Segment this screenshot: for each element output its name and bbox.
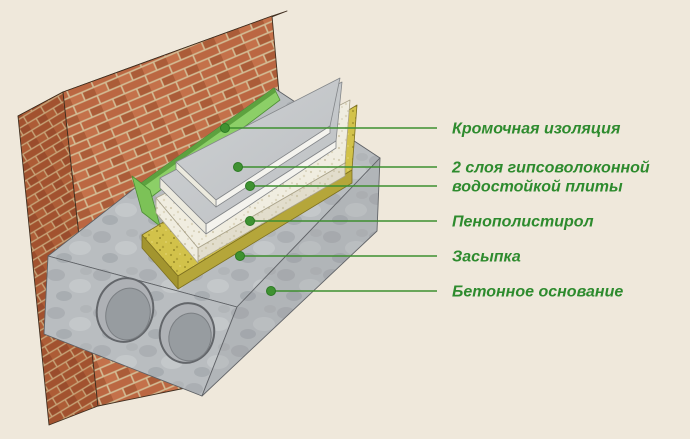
dot-backfill — [235, 251, 245, 261]
leader-dots — [220, 123, 276, 296]
label-concrete-base: Бетонное основание — [452, 284, 623, 301]
label-edge-insulation: Кромочная изоляция — [452, 121, 621, 138]
slab-front-face — [201, 157, 381, 397]
dot-gypsum-upper — [233, 162, 243, 172]
dot-concrete — [266, 286, 276, 296]
backfill-end-face — [141, 234, 179, 290]
dot-gypsum-lower — [245, 181, 255, 191]
dot-polystyrene — [245, 216, 255, 226]
slab-front-shade — [202, 158, 380, 396]
label-gypsum-line1: 2 слоя гипсоволоконной — [451, 160, 650, 177]
polystyrene-end-face — [155, 197, 199, 264]
board-lower-end-face — [159, 177, 207, 235]
label-gypsum-line2: водостойкой плиты — [452, 179, 623, 196]
board-upper-end-face — [175, 161, 217, 208]
polystyrene-front-shade — [198, 163, 345, 261]
hollow-core-right — [158, 302, 216, 364]
hollow-core-left — [95, 277, 155, 343]
leader-lines — [225, 127, 437, 292]
label-backfill: Засыпка — [452, 249, 521, 266]
labels: Кромочная изоляция 2 слоя гипсоволоконно… — [451, 121, 650, 301]
label-polystyrene: Пенополистирол — [452, 214, 594, 231]
dot-edge-insulation — [220, 123, 230, 133]
edge-strip-top-edge — [140, 88, 276, 188]
